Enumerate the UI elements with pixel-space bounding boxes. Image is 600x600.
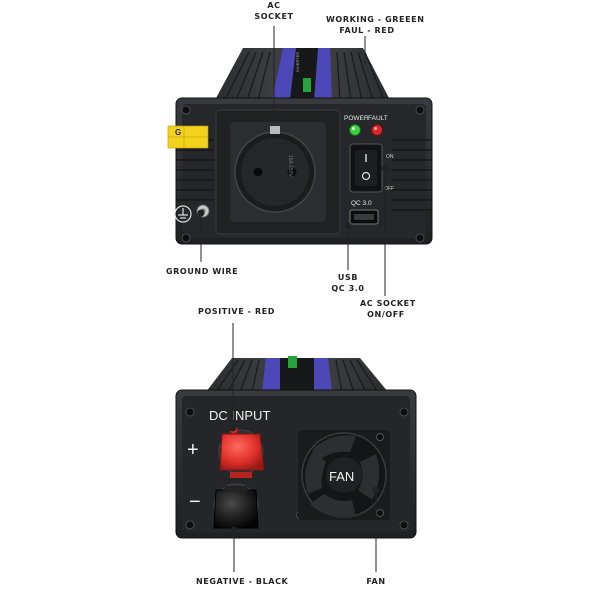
fault-label: FAULT	[368, 115, 388, 122]
plus-sign: +	[187, 439, 199, 461]
power-label: POWER	[344, 115, 369, 122]
indicator-callout: WORKING - GREEEN FAUL - RED	[326, 15, 425, 35]
switch-off-label: OFF	[384, 186, 394, 192]
dc-input-label: DC INPUT	[209, 408, 270, 423]
switch-on-label: ON	[386, 154, 394, 160]
negative-callout: NEGATIVE - BLACK	[196, 577, 289, 586]
minus-sign: −	[189, 491, 201, 513]
fan-callout: FAN	[366, 577, 386, 586]
positive-terminal	[219, 433, 265, 471]
ac-socket-callout: AC SOCKET	[254, 1, 294, 21]
negative-terminal	[213, 489, 259, 529]
usb-panel-label: QC 3.0	[351, 200, 372, 207]
fault-led	[371, 124, 383, 136]
fan-panel-label: FAN	[329, 469, 354, 484]
ground-wire-callout: GROUND WIRE	[166, 267, 239, 276]
usb-callout: USB QC 3.0	[331, 273, 365, 293]
svg-text:INVERTER: INVERTER	[295, 52, 300, 72]
ground-terminal	[174, 205, 192, 223]
svg-text:16A 250V: 16A 250V	[287, 155, 293, 177]
ac-switch-callout: AC SOCKET ON/OFF	[360, 299, 416, 319]
power-led	[349, 124, 361, 136]
positive-callout: POSITIVE - RED	[198, 307, 276, 316]
sticker-text: G	[175, 128, 181, 137]
